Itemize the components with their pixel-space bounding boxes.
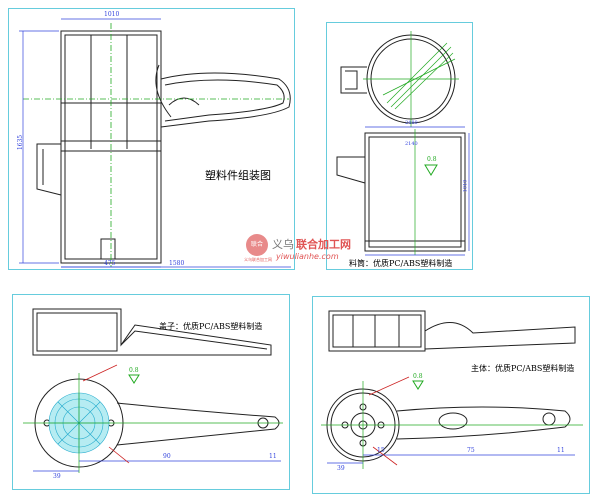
cup-dim-right: 1010 [462, 179, 469, 193]
watermark-tag: 义乌联合加工网 [244, 257, 272, 262]
assembly-panel: 1635 1010 475 1580 塑料件组装图 [8, 8, 295, 270]
lid-drawing [23, 308, 283, 473]
body-dim-bottom-c: 75 [467, 447, 475, 454]
lid-roughness: 0.8 [129, 367, 139, 374]
body-drawing [321, 310, 583, 469]
lid-dim-bottom-a: 39 [53, 473, 61, 480]
body-dim-bottom-b: 15 [377, 447, 385, 454]
watermark-badge: 联合 [246, 234, 268, 256]
assembly-title: 塑料件组装图 [205, 169, 271, 182]
lid-dim-bottom-b: 90 [163, 453, 171, 460]
watermark-name-a: 义乌 [272, 238, 294, 251]
body-dim-bottom-a: 39 [337, 465, 345, 472]
assembly-dim-bottom-a: 475 [104, 260, 116, 267]
assembly-dim-top: 1010 [104, 11, 120, 18]
assembly-dim-left: 1635 [17, 134, 25, 151]
lid-caption: 盖子：优质PC/ABS塑料制造 [159, 322, 263, 331]
assembly-dim-bottom-b: 1580 [169, 260, 185, 267]
cup-drawing [336, 31, 470, 256]
assembly-drawing [19, 18, 291, 268]
cup-caption: 料筒：优质PC/ABS塑料制造 [349, 259, 453, 268]
cup-panel: 2480 2140 1010 0.8 料筒：优质PC/ABS塑料制造 [326, 22, 473, 270]
watermark-name-b: 联合加工网 [296, 238, 351, 251]
body-caption: 主体：优质PC/ABS塑料制造 [471, 364, 575, 373]
watermark: 联合 义乌 联合加工网 义乌联合加工网 yiwulianhe.com [242, 232, 372, 268]
watermark-url: yiwulianhe.com [276, 252, 339, 261]
cup-roughness: 0.8 [427, 156, 437, 163]
cup-dim-top: 2480 [405, 120, 418, 126]
body-dim-bottom-d: 11 [557, 447, 565, 454]
lid-dim-bottom-c: 11 [269, 453, 277, 460]
body-roughness: 0.8 [413, 373, 423, 380]
lid-panel: 0.8 39 90 11 盖子：优质PC/ABS塑料制造 [12, 294, 290, 490]
body-panel: 0.8 39 15 75 11 主体：优质PC/ABS塑料制造 [312, 296, 590, 494]
cup-dim-top2: 2140 [405, 141, 418, 147]
